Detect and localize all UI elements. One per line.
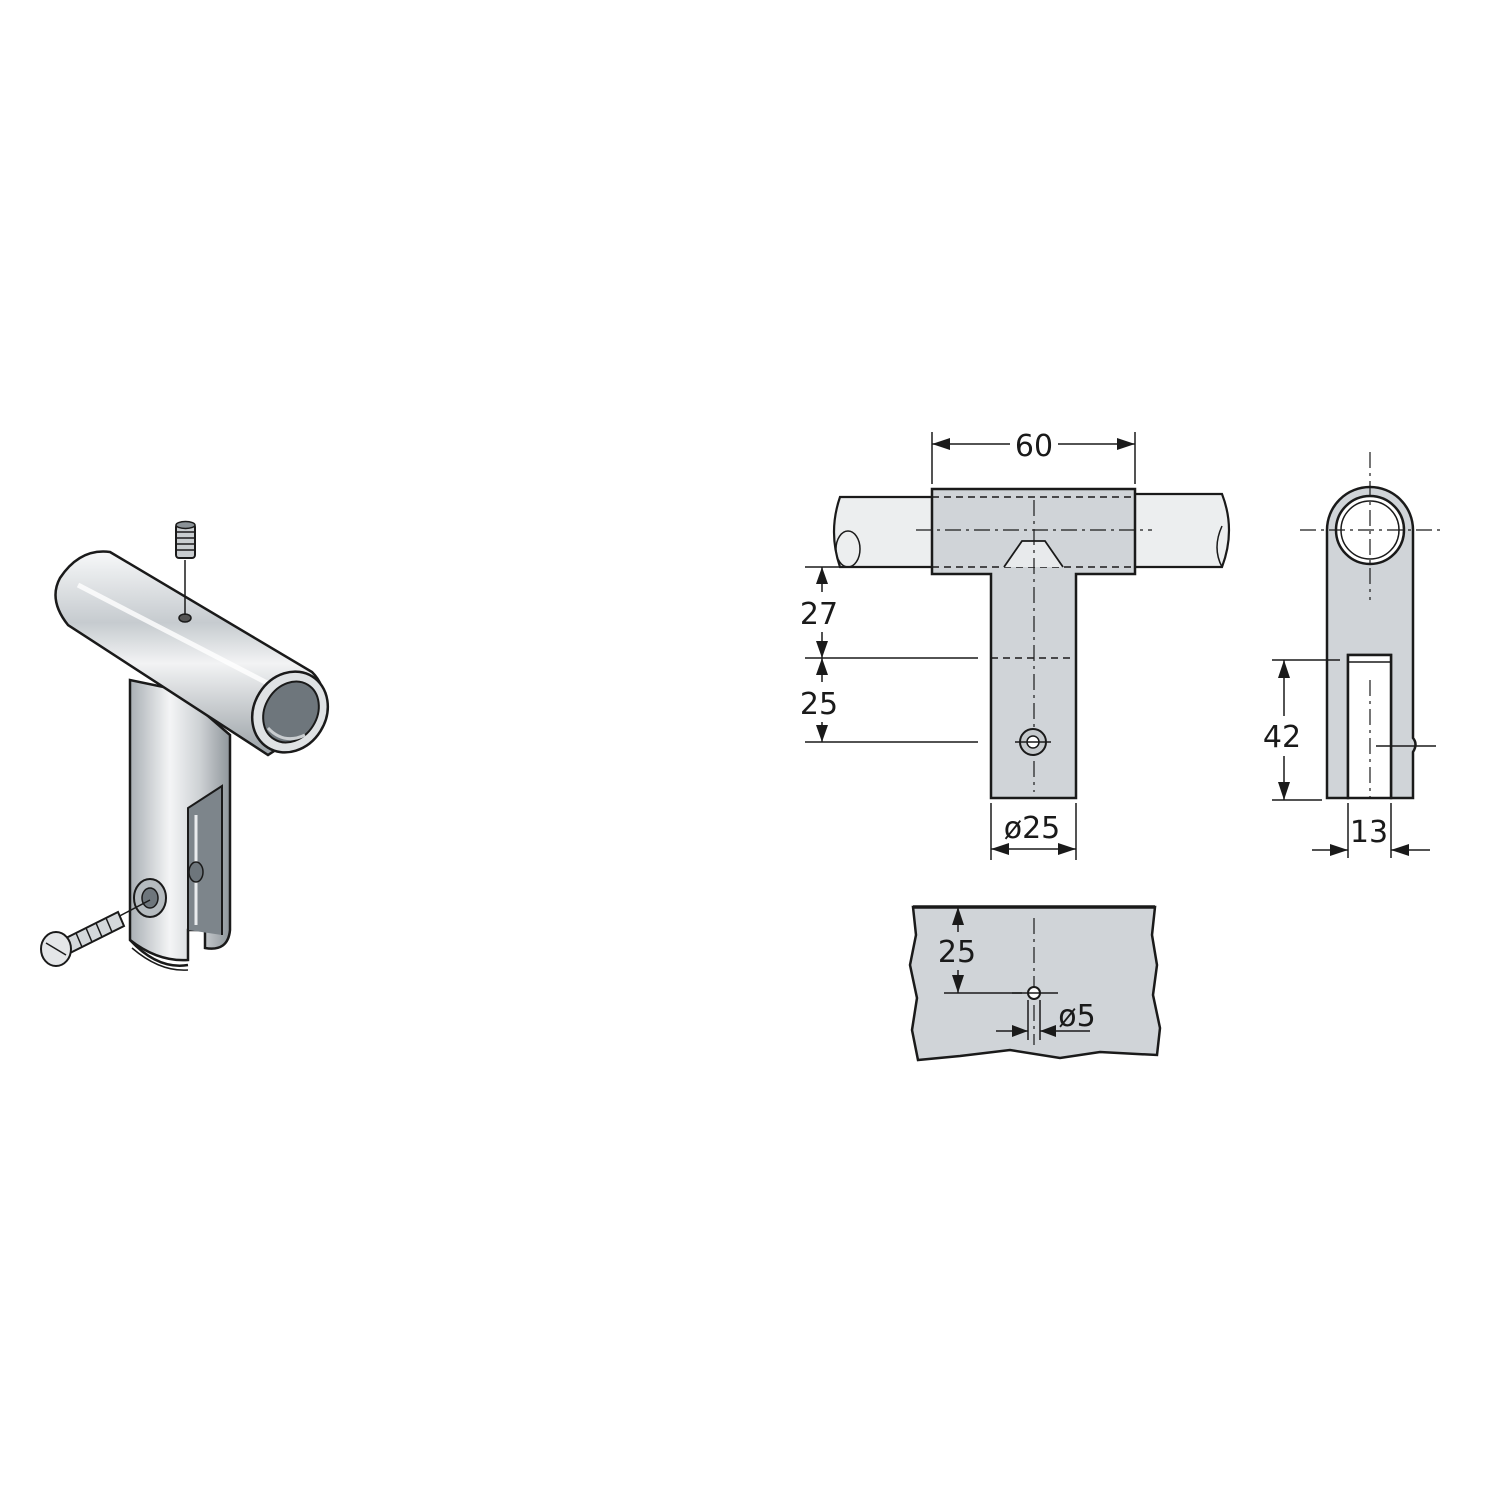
front-tube-left [832,495,932,569]
side-screw [40,899,151,967]
dim-label-42: 42 [1263,720,1301,755]
grub-screw [175,520,196,615]
dim-label-diameter-25: ø25 [1004,811,1061,846]
dimension-42: 42 [1262,659,1340,801]
isometric-illustration [40,520,330,971]
dim-label-13: 13 [1350,815,1388,850]
dimension-60: 60 [931,429,1136,484]
dimension-diameter-25: ø25 [990,803,1077,860]
dimension-hole-offset-25: 25 [937,907,1022,994]
dim-label-27: 27 [800,597,838,632]
iso-stem [128,678,232,971]
front-connector-body [930,487,1137,800]
dimension-hole-diameter-5: ø5 [996,999,1096,1040]
dim-label-hole-offset-25: 25 [938,935,976,970]
dimension-13: 13 [1312,803,1430,858]
dimension-27-25: 27 25 [800,566,978,743]
panel-section [908,905,1162,1062]
iso-tube [54,550,330,757]
dim-label-60: 60 [1015,429,1053,464]
front-view: 60 27 25 ø25 [800,429,1231,860]
front-tube-right [1135,492,1231,569]
side-view: 42 13 [1262,452,1440,858]
side-connector-body [1325,485,1417,800]
dim-label-25: 25 [800,687,838,722]
dim-label-hole-diameter-5: ø5 [1058,999,1095,1034]
panel-detail: 25 ø5 [908,905,1162,1062]
